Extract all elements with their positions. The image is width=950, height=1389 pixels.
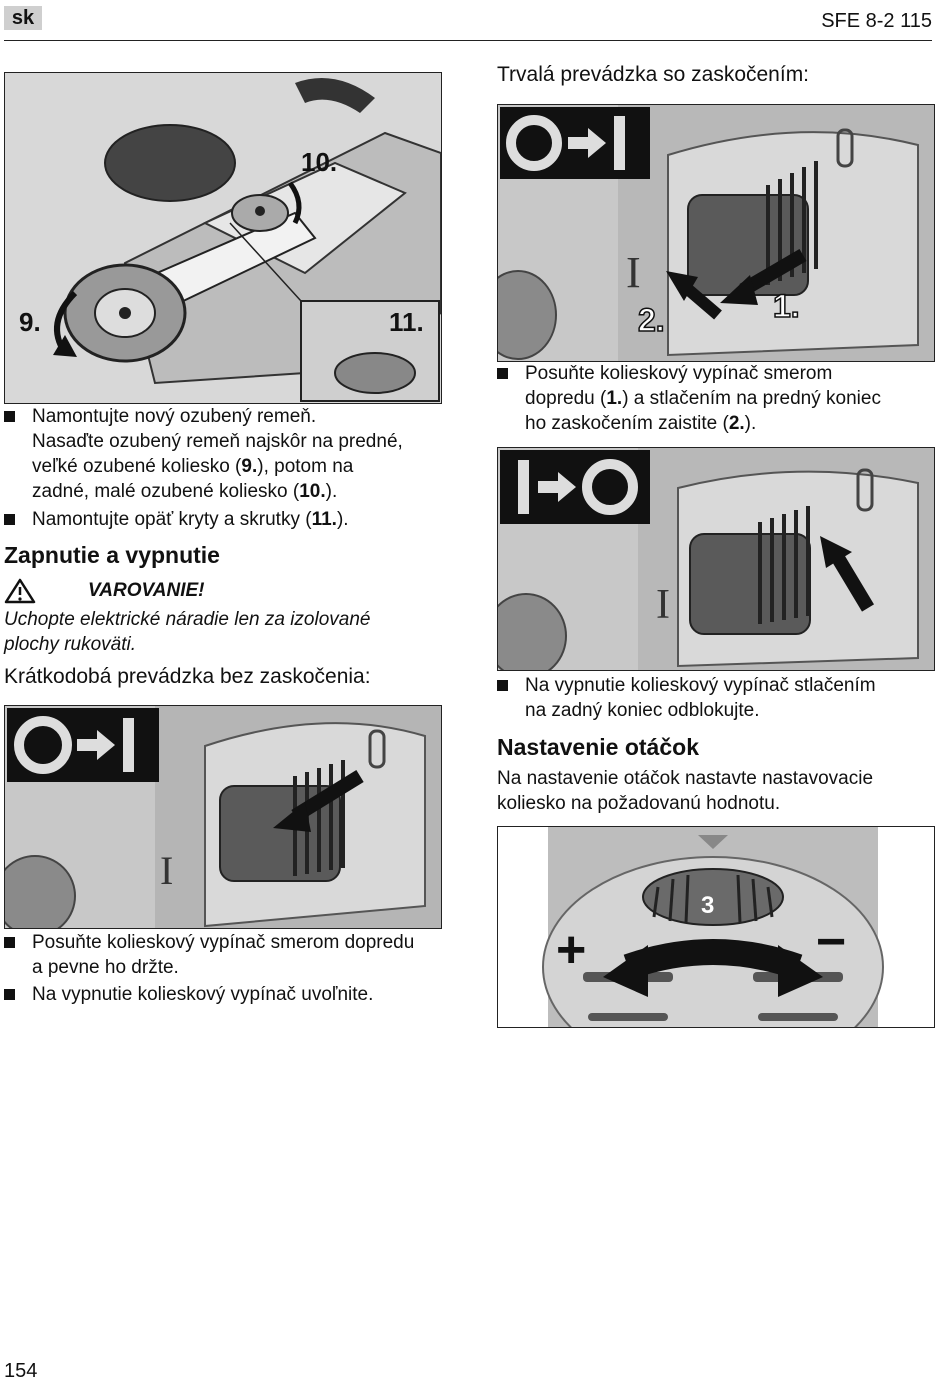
warning-title: VAROVANIE! (88, 580, 205, 601)
belt-assembly-drawing: 9. 10. 11. (5, 73, 441, 403)
warning-text: Uchopte elektrické náradie len za izolov… (4, 609, 371, 655)
switch-unlock-figure: I (497, 447, 935, 671)
switch-lock-figure: I 2. 1. (497, 104, 935, 362)
plus-icon: + (556, 921, 586, 979)
bullet-icon (4, 514, 15, 525)
bullet-icon (4, 411, 15, 422)
document-id: SFE 8-2 115 (821, 10, 932, 32)
page-number: 154 (4, 1360, 38, 1382)
switch-momentary-figure: I (4, 705, 442, 929)
bullet-icon (4, 989, 15, 1000)
dial-value: 3 (701, 892, 714, 919)
svg-text:I: I (656, 582, 670, 628)
label-1: 1. (773, 288, 800, 324)
label-10: 10. (301, 147, 337, 177)
list-item: Namontujte opäť kryty a skrutky (11.). (4, 507, 444, 532)
list-item: Na vypnutie kolieskový vypínač uvoľnite. (4, 982, 444, 1007)
header-rule (4, 40, 932, 41)
label-9: 9. (19, 307, 41, 337)
list-item: Posuňte kolieskový vypínač smerom dopred… (4, 930, 444, 980)
list-item: Na vypnutie kolieskový vypínač stlačením… (497, 673, 937, 723)
minus-icon: − (816, 913, 846, 971)
language-badge: sk (4, 6, 42, 30)
speed-dial-drawing: 3 + − (498, 827, 934, 1027)
list-item: Namontujte nový ozubený remeň. Nasaďte o… (4, 404, 444, 504)
short-operation-title: Krátkodobá prevádzka bez zaskočenia: (4, 665, 371, 688)
warning-triangle-icon (4, 578, 36, 604)
switch-unlock-drawing: I (498, 448, 934, 670)
switch-lock-drawing: I 2. 1. (498, 105, 934, 361)
section-title-switch: Zapnutie a vypnutie (4, 542, 220, 568)
list-item: Posuňte kolieskový vypínač smerom dopred… (497, 361, 937, 436)
speed-setting-text: Na nastavenie otáčok nastavte nastavovac… (497, 768, 874, 814)
speed-setting-title: Nastavenie otáčok (497, 734, 699, 760)
continuous-operation-title: Trvalá prevádzka so zaskočením: (497, 63, 810, 86)
off-icon (500, 450, 650, 524)
svg-text:I: I (626, 248, 641, 297)
bullet-icon (497, 680, 508, 691)
on-icon (500, 107, 650, 179)
label-11: 11. (389, 307, 424, 337)
bullet-icon (4, 937, 15, 948)
label-2: 2. (638, 302, 665, 338)
svg-text:I: I (160, 848, 173, 893)
switch-momentary-drawing: I (5, 706, 441, 928)
on-icon (7, 708, 159, 782)
bullet-icon (497, 368, 508, 379)
belt-assembly-figure: 9. 10. 11. (4, 72, 442, 404)
speed-dial-figure: 3 + − (497, 826, 935, 1028)
